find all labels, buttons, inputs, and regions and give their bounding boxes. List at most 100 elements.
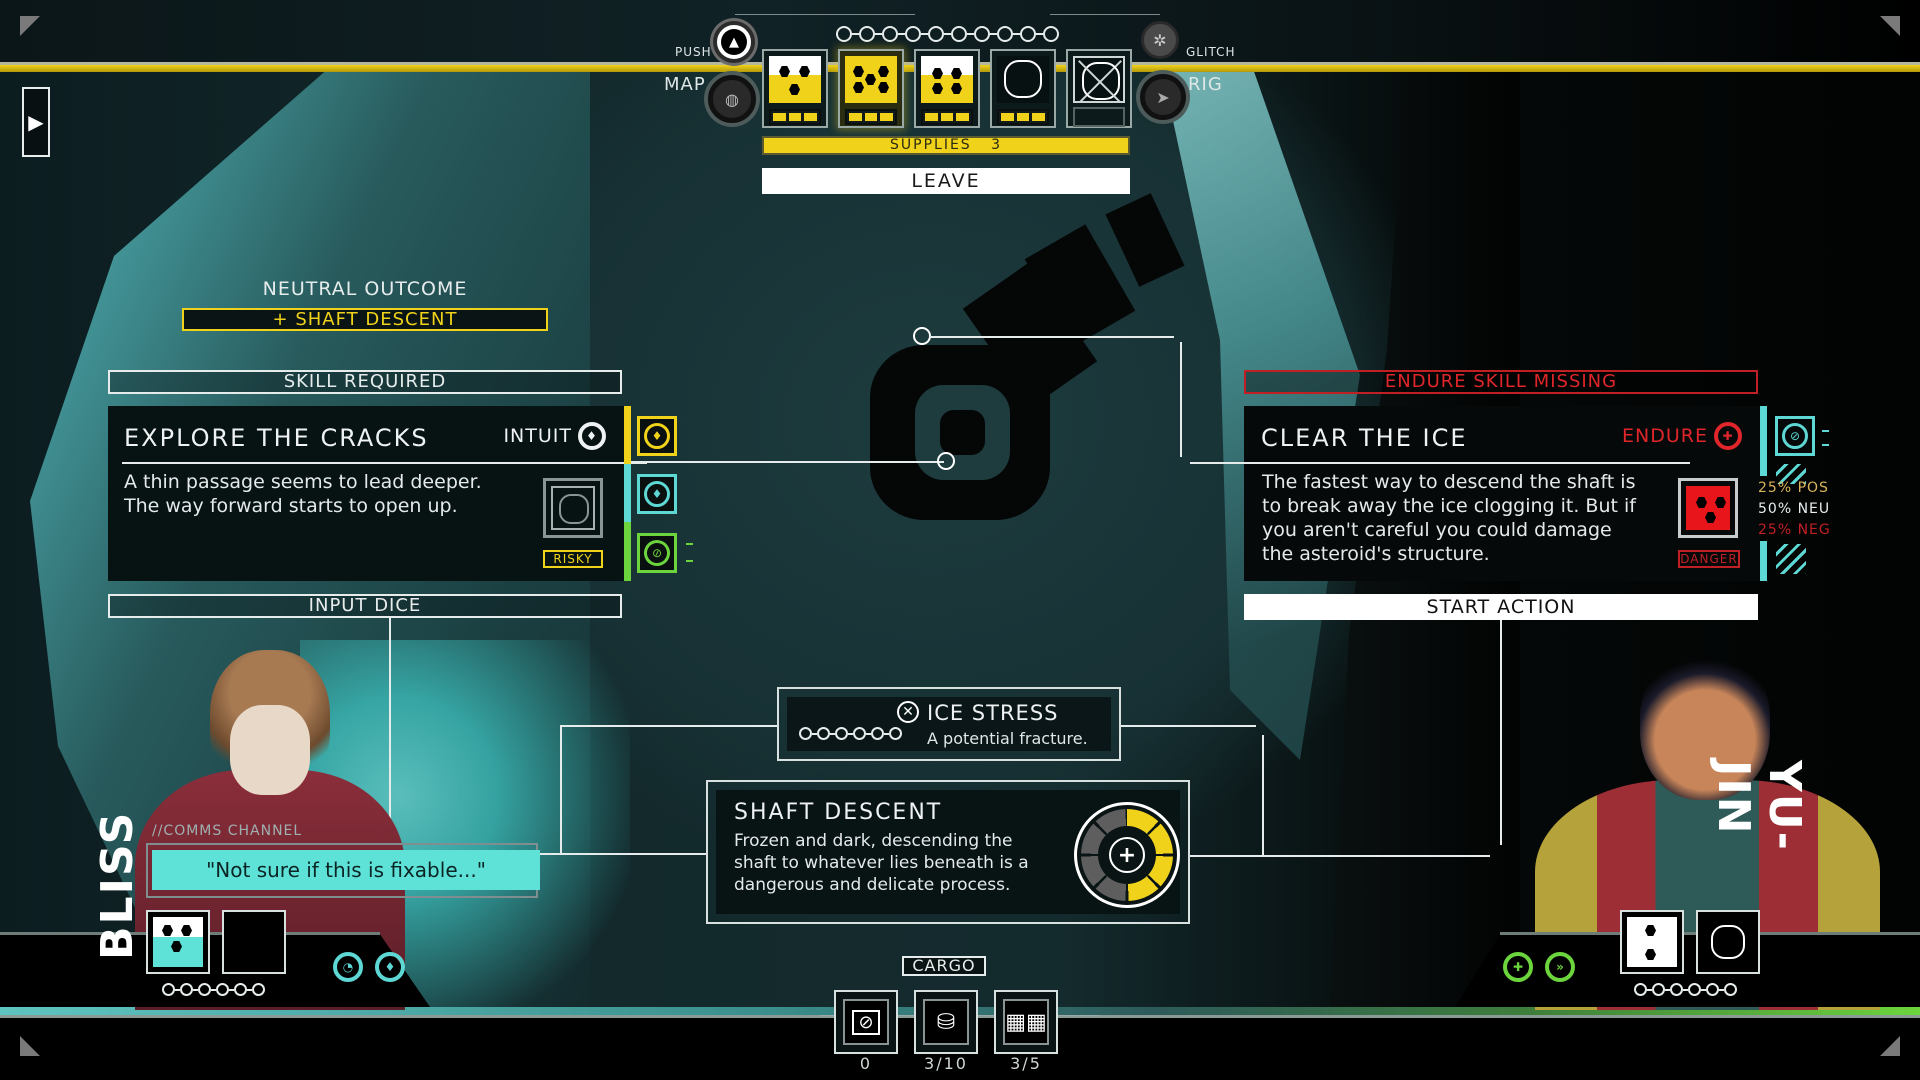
push-button[interactable]: ▲ — [713, 21, 755, 63]
connector-wire — [389, 618, 391, 848]
action-card-explore-the-cracks[interactable]: EXPLORE THE CRACKS INTUIT ♦ A thin passa… — [108, 406, 647, 581]
supplies-bar: SUPPLIES 3 — [762, 136, 1130, 155]
intuit-diamond-icon: ♦ — [578, 422, 606, 450]
input-dice-button[interactable]: INPUT DICE — [108, 594, 622, 618]
supplies-label: SUPPLIES — [890, 137, 972, 153]
shaft-spiral-hole — [940, 410, 985, 455]
slot-tick — [1822, 430, 1829, 432]
shaft-descent-clock[interactable]: SHAFT DESCENT Frozen and dark, descendin… — [706, 780, 1190, 924]
bliss-ability-dial-icon[interactable]: ◔ — [333, 952, 363, 982]
locked-skill-slot[interactable]: ⊘ — [1775, 416, 1815, 456]
hud-connector — [1050, 14, 1160, 15]
empty-die-flower-icon — [1703, 917, 1753, 967]
glitch-button[interactable]: ✲ — [1141, 21, 1179, 59]
outcome-strip-neg — [624, 522, 631, 581]
supplies-value: 3 — [991, 137, 1002, 153]
diamond-icon: ♦ — [651, 487, 663, 501]
dice-slot-4[interactable] — [990, 49, 1056, 128]
plus-icon: + — [1109, 837, 1145, 873]
die-four — [921, 56, 973, 103]
connector-wire — [560, 725, 777, 727]
cargo-slot-cards[interactable]: ⊘ — [834, 990, 898, 1054]
card-divider — [1230, 462, 1690, 464]
connector-wire — [1121, 725, 1256, 727]
outcome-strip-neu — [624, 464, 631, 522]
dice-slot-2[interactable] — [838, 49, 904, 128]
connector-wire — [622, 461, 944, 463]
outcome-strip — [1760, 406, 1767, 476]
negative-skill-slot[interactable]: ⊘ — [637, 533, 677, 573]
skill-label: ENDURE — [1622, 425, 1708, 447]
die-three — [153, 917, 203, 967]
yujin-ability-endure-icon[interactable]: ✚ — [1503, 952, 1533, 982]
yujin-die-slot-1[interactable] — [1620, 910, 1684, 974]
bliss-ability-diamond-icon[interactable]: ♦ — [375, 952, 405, 982]
neutral-outcome-effect: + SHAFT DESCENT — [182, 308, 548, 331]
dice-slot-3[interactable] — [914, 49, 980, 128]
slot-tick — [1822, 444, 1829, 446]
connector-wire — [1262, 735, 1264, 855]
hud-connector — [735, 14, 915, 15]
connector-wire — [1180, 342, 1182, 457]
crates-icon: ▦▦ — [1005, 1009, 1047, 1035]
cargo-slot-data[interactable]: ⛁ — [914, 990, 978, 1054]
progress-clock: + — [1074, 802, 1180, 908]
slot-tick — [686, 543, 693, 545]
slot-tick — [686, 560, 693, 562]
positive-skill-slot[interactable]: ♦ — [637, 416, 677, 456]
leave-button[interactable]: LEAVE — [762, 168, 1130, 194]
connector-wire — [560, 725, 562, 855]
ice-stress-track — [799, 727, 902, 740]
hex-cluster-icon: ✲ — [1153, 30, 1167, 50]
shaft-descent-description: Frozen and dark, descending the shaft to… — [734, 831, 1029, 895]
planet-icon: ◍ — [725, 89, 739, 109]
no-endure-icon: ⊘ — [1789, 429, 1801, 443]
push-label: PUSH — [675, 45, 712, 59]
bliss-die-slot-1[interactable] — [146, 910, 210, 974]
map-button[interactable]: ◍ — [708, 75, 756, 123]
cargo-count: 0 — [859, 1054, 873, 1073]
map-label: MAP — [664, 74, 706, 95]
start-action-button[interactable]: START ACTION — [1244, 594, 1758, 620]
action-skill: INTUIT ♦ — [503, 422, 606, 450]
odds-neutral: 50% NEU — [1758, 501, 1831, 517]
odds-negative: 25% NEG — [1758, 522, 1831, 538]
action-description: A thin passage seems to lead deeper. The… — [124, 471, 482, 517]
ice-stress-clock[interactable]: ✕ ICE STRESS A potential fracture. — [777, 687, 1121, 761]
data-stack-icon: ⛁ — [936, 1009, 956, 1035]
dice-drop-slot[interactable] — [1678, 478, 1738, 538]
yujin-ability-fast-forward-icon[interactable]: » — [1545, 952, 1575, 982]
bliss-die-slot-2[interactable] — [222, 910, 286, 974]
odds-positive: 25% POS — [1758, 480, 1829, 496]
rig-button[interactable]: ➤ — [1140, 74, 1186, 120]
dice-drop-slot[interactable] — [543, 478, 603, 538]
expand-panel-button[interactable]: ▶ — [22, 87, 50, 157]
yujin-die-slot-2[interactable] — [1696, 910, 1760, 974]
neutral-skill-slot[interactable]: ♦ — [637, 474, 677, 514]
connector-wire — [1190, 462, 1244, 464]
comms-channel-label: //COMMS CHANNEL — [152, 823, 303, 839]
action-card-clear-the-ice[interactable]: CLEAR THE ICE ENDURE ✚ The fastest way t… — [1230, 406, 1760, 581]
hatch-decoration — [1776, 544, 1806, 574]
fracture-x-icon: ✕ — [897, 701, 919, 723]
outcome-strip-pos — [624, 406, 631, 464]
ice-stress-title: ICE STRESS — [927, 701, 1059, 725]
die-two — [1627, 917, 1677, 967]
connector-wire — [1500, 620, 1502, 845]
skill-label: INTUIT — [503, 425, 572, 447]
dice-slot-1[interactable] — [762, 49, 828, 128]
cargo-count: 3/5 — [1010, 1054, 1042, 1073]
connector-wire — [540, 853, 706, 855]
cargo-count: 3/10 — [924, 1054, 968, 1073]
crew-name-yujin: YU-JIN — [1708, 760, 1810, 852]
cargo-slot-crates[interactable]: ▦▦ — [994, 990, 1058, 1054]
die-five — [845, 56, 897, 103]
triangle-up-icon: ▲ — [729, 34, 739, 50]
risk-tag: RISKY — [543, 550, 603, 568]
risk-tag: DANGER — [1678, 550, 1740, 568]
connector-node — [937, 452, 955, 470]
dice-slot-5-locked[interactable] — [1066, 49, 1132, 128]
connector-wire — [1190, 855, 1490, 857]
card-divider — [122, 462, 647, 464]
outcome-strip — [1760, 541, 1767, 581]
